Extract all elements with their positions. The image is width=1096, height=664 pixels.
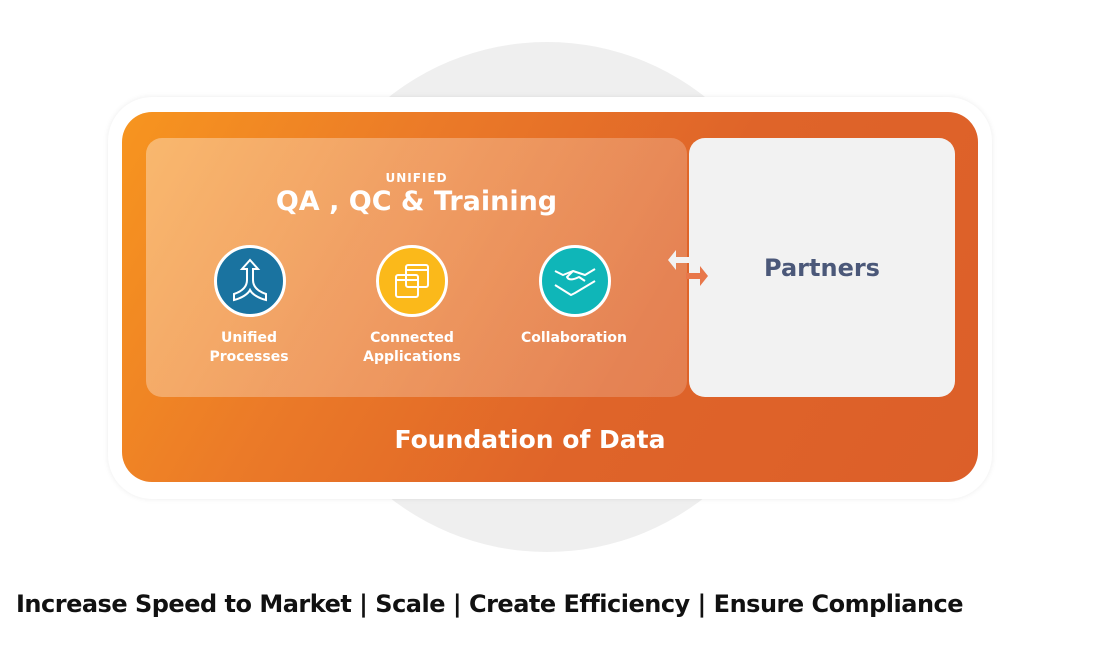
foundation-label: Foundation of Data <box>394 425 666 454</box>
item-label: Connected <box>370 330 454 346</box>
bidirectional-arrow-icon <box>668 250 708 286</box>
benefits-tagline: Increase Speed to Market | Scale | Creat… <box>16 590 964 618</box>
panel-title: QA , QC & Training <box>275 186 558 217</box>
handshake-icon <box>539 245 611 317</box>
item-label: Unified <box>220 330 278 346</box>
item-label: Applications <box>363 349 461 365</box>
windows-icon <box>376 245 448 317</box>
partners-panel: Partners <box>689 138 955 397</box>
unified-label: UNIFIED <box>385 171 448 185</box>
partners-label: Partners <box>764 253 880 282</box>
merge-arrows-icon <box>214 245 286 317</box>
item-label: Processes <box>209 349 289 365</box>
item-collaboration: Collaboration <box>504 329 644 348</box>
item-label: Collaboration <box>520 330 627 346</box>
